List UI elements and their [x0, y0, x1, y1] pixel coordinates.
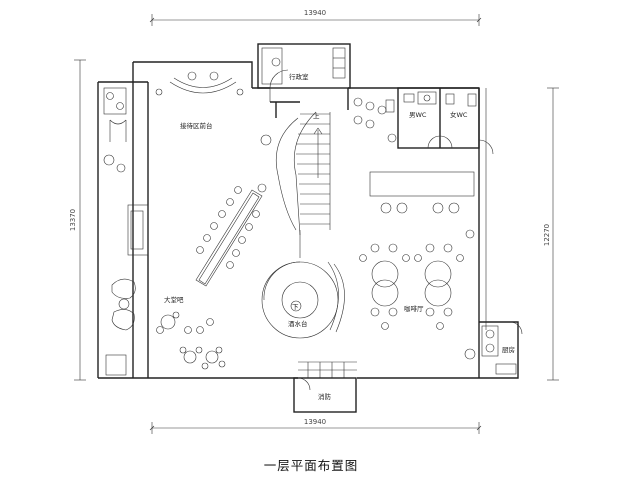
kitchen-label: 厨房 — [502, 345, 515, 354]
lobby-seating — [111, 278, 226, 370]
staircase — [260, 111, 331, 236]
center-partitions — [275, 88, 349, 258]
left-height-dimension: 13370 — [69, 209, 77, 231]
reception-label: 接待区前台 — [180, 121, 213, 130]
stair-down-label: 下 — [292, 303, 299, 311]
fountain-station — [261, 261, 345, 339]
dimension-lines — [74, 14, 559, 434]
lobby-bar-label: 大堂吧 — [164, 295, 184, 304]
left-entrance-furniture — [103, 87, 149, 376]
firefighting-label: 消防 — [318, 392, 332, 401]
right-height-dimension: 12270 — [543, 224, 551, 246]
reception-desk — [155, 71, 244, 96]
drawing-title: 一层平面布置图 — [264, 458, 359, 473]
stair-up-label: 上 — [313, 111, 320, 120]
cafe-tables — [353, 97, 476, 360]
top-width-dimension: 13940 — [304, 9, 326, 17]
bottom-width-dimension: 13940 — [304, 418, 326, 426]
cafe-label: 咖啡厅 — [404, 304, 424, 313]
admin-room-label: 行政室 — [289, 72, 309, 81]
fountain-label: 酒水台 — [288, 319, 308, 328]
bar-counter — [195, 183, 267, 287]
fire-control-room — [293, 377, 357, 413]
exterior-walls — [97, 61, 519, 379]
admin-room — [257, 43, 351, 103]
restrooms — [385, 87, 494, 155]
front-steps — [298, 361, 357, 378]
womens-wc-label: 女WC — [450, 110, 468, 119]
kitchen — [481, 321, 523, 375]
mens-wc-label: 男WC — [409, 111, 427, 119]
